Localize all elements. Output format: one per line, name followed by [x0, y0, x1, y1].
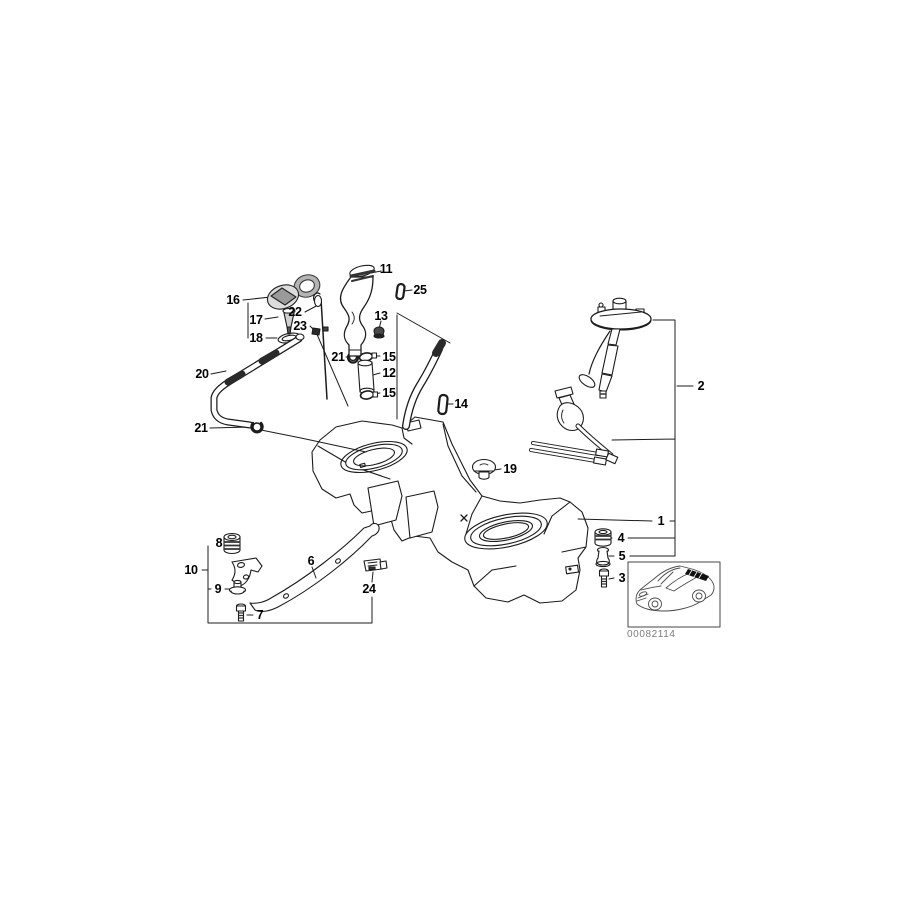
- hose-clamp-part: [359, 390, 379, 400]
- bolt-part: [598, 568, 610, 588]
- callout-11: 11: [379, 261, 393, 276]
- callout-9: 9: [214, 581, 222, 596]
- grommet-part: [471, 458, 497, 480]
- fuel-cap-part: [266, 274, 321, 310]
- callout-4: 4: [617, 530, 625, 545]
- callout-17: 17: [249, 312, 263, 327]
- callout-3: 3: [618, 570, 626, 585]
- plastic-nut-part: [228, 579, 247, 595]
- hose-piece-part: [437, 393, 449, 416]
- fuel-pump-assembly-part: [529, 297, 652, 466]
- gasket-part: [395, 282, 406, 301]
- retaining-clip-part: [363, 558, 388, 572]
- tank-strap-part: [249, 522, 380, 612]
- callout-25: 25: [413, 282, 427, 297]
- callout-15: 15: [382, 349, 396, 364]
- callout-8: 8: [215, 535, 223, 550]
- callout-23: 23: [293, 318, 307, 333]
- fuel-tank-part: [311, 416, 589, 604]
- callout-18: 18: [249, 330, 263, 345]
- callout-24: 24: [362, 581, 376, 596]
- callout-22: 22: [288, 304, 302, 319]
- level-rod-part: [311, 294, 329, 400]
- callout-20: 20: [195, 366, 209, 381]
- connecting-hose-part: [357, 359, 375, 395]
- bolt-part: [235, 603, 247, 622]
- leader-lines: [201, 270, 694, 624]
- plug-part: [373, 326, 385, 339]
- filler-pipe-part: [339, 264, 376, 357]
- funnel-piece-part: [595, 546, 611, 568]
- callout-13: 13: [374, 308, 388, 323]
- callout-15: 15: [382, 385, 396, 400]
- callout-5: 5: [618, 548, 626, 563]
- rubber-buffer-part: [223, 532, 241, 555]
- callout-16: 16: [226, 292, 240, 307]
- vent-pipe-part: [402, 339, 446, 430]
- callout-2: 2: [697, 378, 705, 393]
- image-id-code: 00082114: [627, 629, 676, 640]
- callout-1: 1: [657, 513, 665, 528]
- callout-6: 6: [307, 553, 315, 568]
- callout-14: 14: [454, 396, 468, 411]
- callout-21: 21: [194, 420, 208, 435]
- hose-clip-part: [250, 421, 264, 434]
- callout-19: 19: [503, 461, 517, 476]
- callout-21: 21: [331, 349, 345, 364]
- callout-7: 7: [256, 607, 264, 622]
- callout-10: 10: [184, 562, 198, 577]
- vent-hose-part: [210, 333, 305, 429]
- rubber-buffer-part: [594, 528, 612, 547]
- car-location-thumbnail: [627, 561, 721, 628]
- vent-valve-part: [282, 307, 296, 335]
- callout-12: 12: [382, 365, 396, 380]
